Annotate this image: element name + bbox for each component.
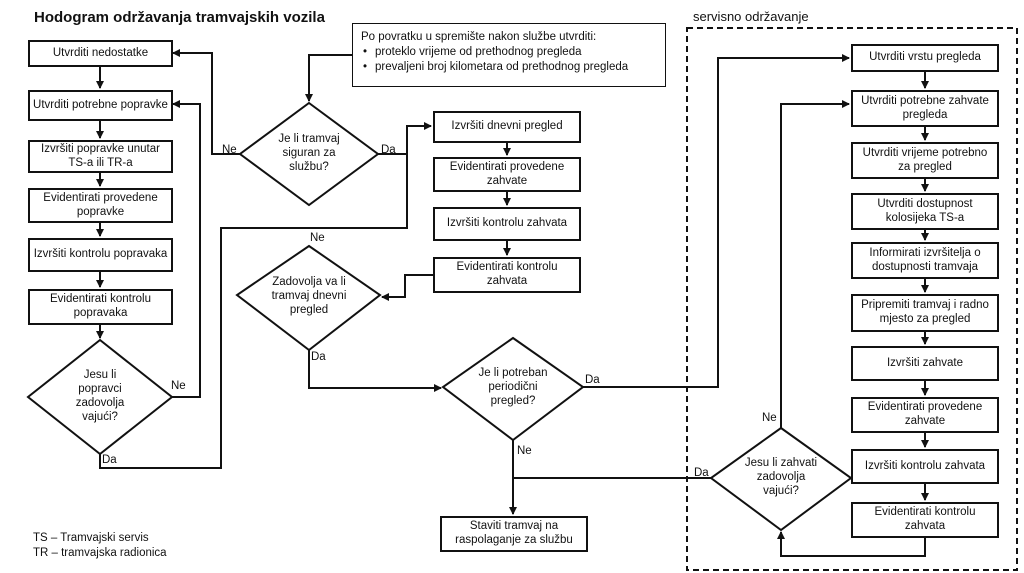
note-item: prevaljeni broj kilometara od prethodnog…	[363, 60, 657, 75]
box-prepare-tram: Pripremiti tramvaj i radno mjesto za pre…	[851, 294, 999, 332]
legend-ts: TS – Tramvajski servis	[33, 532, 149, 544]
label-repairs-yes: Da	[102, 454, 117, 466]
box-record-service-works: Evidentirati provedene zahvate	[851, 397, 999, 433]
decision-safe-text: Je li tramvaj siguran za službu?	[278, 133, 340, 173]
box-identify-repairs: Utvrditi potrebne popravke	[28, 90, 173, 121]
box-record-service-check: Evidentirati kontrolu zahvata	[851, 502, 999, 538]
page-title: Hodogram održavanja tramvajskih vozila	[34, 9, 325, 26]
box-check-repairs: Izvršiti kontrolu popravaka	[28, 238, 173, 272]
service-frame	[686, 27, 1018, 571]
box-inspection-works: Utvrditi potrebne zahvate pregleda	[851, 90, 999, 127]
note-heading: Po povratku u spremište nakon službe utv…	[361, 31, 597, 43]
service-section-title: servisno održavanje	[693, 9, 809, 24]
label-periodic-no: Ne	[517, 445, 532, 457]
note-item: proteklo vrijeme od prethodnog pregleda	[363, 45, 657, 60]
label-safe-yes: Da	[381, 144, 396, 156]
decision-daily-ok-text: Zadovolja va li tramvaj dnevni pregled	[271, 276, 347, 316]
box-record-repairs: Evidentirati provedene popravke	[28, 188, 173, 223]
box-record-repair-check: Evidentirati kontrolu popravaka	[28, 289, 173, 325]
box-daily-inspection: Izvršiti dnevni pregled	[433, 111, 581, 143]
box-track-availability: Utvrditi dostupnost kolosijeka TS-a	[851, 193, 999, 230]
decision-repairs-ok-text: Jesu li popravci zadovolja vajući?	[75, 369, 125, 423]
box-check-service-works: Izvršiti kontrolu zahvata	[851, 449, 999, 484]
box-perform-repairs: Izvršiti popravke unutar TS-a ili TR-a	[28, 140, 173, 173]
box-release-tram: Staviti tramvaj na raspolaganje za služb…	[440, 516, 588, 552]
label-daily-yes: Da	[311, 351, 326, 363]
label-works-no: Ne	[762, 412, 777, 424]
label-periodic-yes: Da	[585, 374, 600, 386]
decision-works-ok-text: Jesu li zahvati zadovolja vajući?	[744, 457, 818, 497]
legend-tr: TR – tramvajska radionica	[33, 547, 167, 559]
box-inform-executor: Informirati izvršitelja o dostupnosti tr…	[851, 242, 999, 279]
box-perform-works: Izvršiti zahvate	[851, 346, 999, 381]
label-safe-no: Ne	[222, 144, 237, 156]
label-daily-no: Ne	[310, 232, 325, 244]
box-identify-defects: Utvrditi nedostatke	[28, 40, 173, 67]
decision-periodic-text: Je li potreban periodični pregled?	[478, 367, 548, 407]
box-check-works: Izvršiti kontrolu zahvata	[433, 207, 581, 241]
label-works-yes: Da	[694, 467, 709, 479]
box-inspection-type: Utvrditi vrstu pregleda	[851, 44, 999, 72]
box-record-works: Evidentirati provedene zahvate	[433, 157, 581, 192]
diamond-safe	[238, 101, 380, 207]
box-inspection-time: Utvrditi vrijeme potrebno za pregled	[851, 142, 999, 179]
return-note: Po povratku u spremište nakon službe utv…	[352, 23, 666, 87]
diamond-works-ok	[709, 426, 853, 532]
label-repairs-no: Ne	[171, 380, 186, 392]
box-record-work-check: Evidentirati kontrolu zahvata	[433, 257, 581, 293]
